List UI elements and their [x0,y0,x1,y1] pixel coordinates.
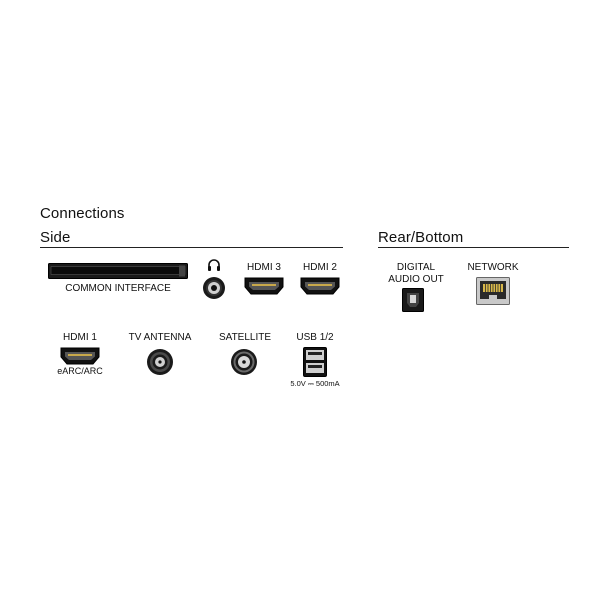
digital-audio-out-label-line2: AUDIO OUT [388,274,444,285]
satellite-connector-icon [230,348,258,376]
common-interface-label: COMMON INTERFACE [65,283,171,294]
usb-rating-label: 5.0V ⎓ 500mA [290,379,340,388]
ethernet-port-icon [476,277,510,305]
tv-antenna-label: TV ANTENNA [128,332,192,343]
usb-label: USB 1/2 [296,332,334,343]
hdmi-port-icon [300,277,340,295]
hdmi-port-icon [244,277,284,295]
headphone-jack-icon [202,276,226,300]
hdmi2-label: HDMI 2 [303,262,337,273]
side-heading: Side [40,229,71,246]
rear-heading: Rear/Bottom [378,229,464,246]
hdmi1-label: HDMI 1 [63,332,97,343]
rear-divider [378,247,569,248]
hdmi1-sublabel: eARC/ARC [57,366,103,376]
satellite-label: SATELLITE [218,332,272,343]
usb-port-icon [303,347,327,377]
ci-slot-icon [48,263,188,279]
hdmi3-label: HDMI 3 [247,262,281,273]
page-title: Connections [40,205,125,222]
headphone-icon [207,258,221,272]
optical-port-icon [402,288,424,312]
digital-audio-out-label-line1: DIGITAL [396,262,436,273]
hdmi-port-icon [60,347,100,365]
network-label: NETWORK [467,262,519,273]
side-divider [40,247,343,248]
coax-connector-icon [146,348,174,376]
